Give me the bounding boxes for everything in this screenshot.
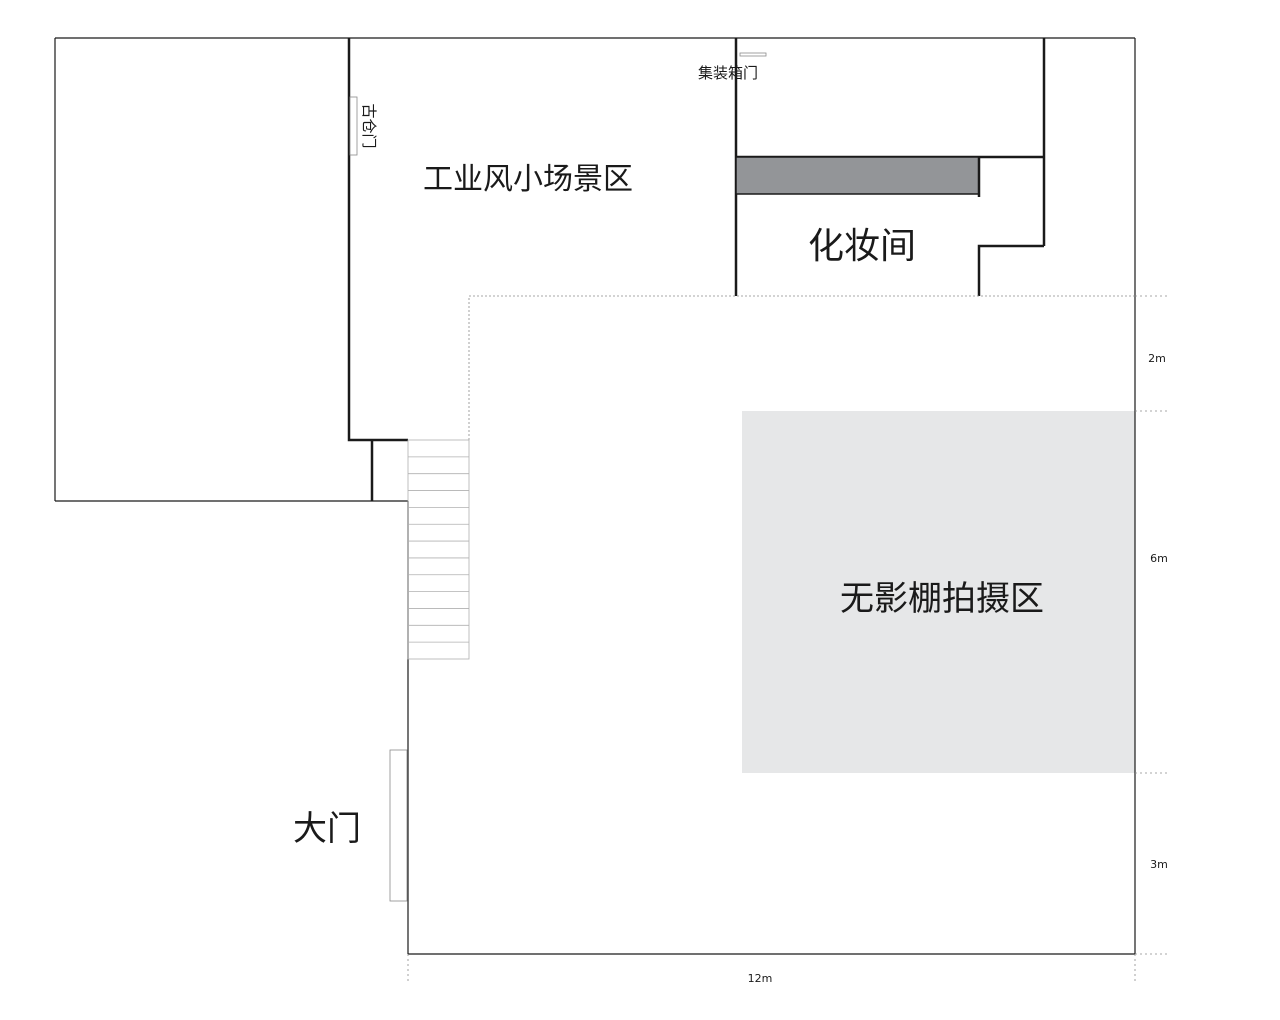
warehouse-door-label: 古仓门 — [360, 103, 378, 148]
cyclorama-studio-label: 无影棚拍摄区 — [840, 579, 1044, 619]
dimension-bottom-gap: 3m — [1150, 858, 1168, 871]
studio-boundary-dashed — [468, 295, 1135, 440]
dimension-studio-depth: 6m — [1150, 552, 1168, 565]
main-door-icon — [389, 749, 408, 902]
main-door-label: 大门 — [293, 809, 361, 849]
warehouse-door-icon — [349, 96, 358, 156]
industrial-scene-label: 工业风小场景区 — [423, 162, 633, 197]
cyclorama-studio-area — [742, 411, 1135, 773]
dimension-total-width: 12m — [748, 972, 773, 985]
makeup-partition-bar — [735, 156, 980, 195]
stairs — [407, 439, 470, 660]
dimension-top-gap: 2m — [1148, 352, 1166, 365]
makeup-room-label: 化妆间 — [808, 226, 916, 267]
stair-treads — [408, 456, 469, 643]
container-door-icon — [739, 52, 767, 57]
dimension-guides — [407, 295, 1168, 982]
container-door-label: 集装箱门 — [698, 64, 758, 82]
